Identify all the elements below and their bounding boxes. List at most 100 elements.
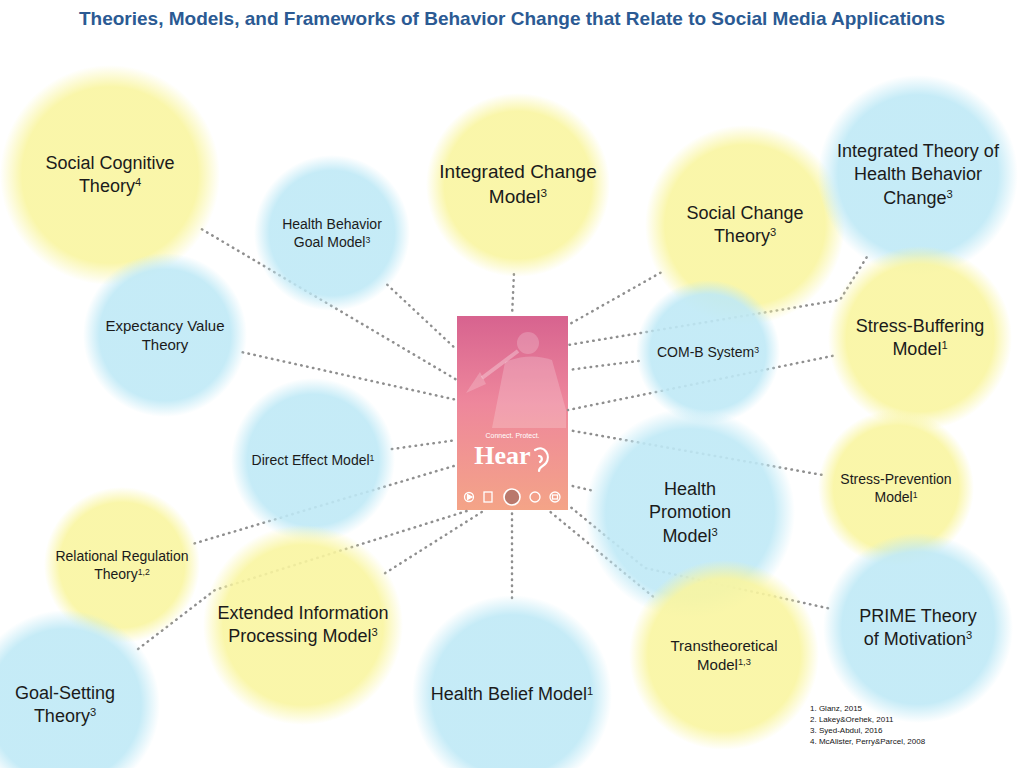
circle-fill — [412, 595, 612, 768]
reference-superscript: 4 — [135, 176, 141, 188]
chat-inner — [553, 495, 558, 499]
trumpet-player-silhouette — [466, 332, 566, 428]
circle-label: PRIME Theory of Motivation3 — [855, 605, 981, 652]
reference-note: 2. Lakey&Orehek, 2011 — [810, 714, 925, 725]
circle-fill — [0, 610, 160, 768]
circle-shape — [823, 533, 1013, 723]
theory-name: Stress-Prevention Model — [840, 471, 951, 505]
reference-superscript: 3 — [711, 526, 717, 538]
theory-circle: COM-B System3 — [636, 280, 780, 424]
circle-label: Health Belief Model1 — [417, 683, 607, 706]
circle-shape — [629, 560, 819, 750]
circle-label: COM-B System3 — [640, 343, 776, 361]
theory-name: Health Belief Model — [431, 684, 587, 704]
theory-circle: Goal-Setting Theory3 — [0, 610, 160, 768]
theory-name: Social Cognitive Theory — [45, 153, 174, 196]
reference-superscript: 3 — [966, 629, 972, 641]
play-triangle — [468, 495, 473, 500]
circle-label: Goal-Setting Theory3 — [5, 682, 125, 729]
app-screen-background — [457, 316, 568, 510]
theory-name: Integrated Theory of Health Behavior Cha… — [837, 141, 999, 208]
circle-label: Health Promotion Model3 — [640, 478, 740, 548]
circle-label: Stress-Prevention Model1 — [830, 470, 962, 506]
circle-fill — [0, 65, 220, 285]
circle-label: Direct Effect Model1 — [238, 451, 388, 469]
theory-name: Extended Information Processing Model — [217, 603, 388, 646]
app-name: Hear — [474, 443, 530, 469]
play-icon — [465, 493, 474, 502]
reference-superscript: 3 — [770, 226, 776, 238]
circle-fill — [629, 560, 819, 750]
silhouette-head — [517, 332, 539, 354]
connector-line — [385, 510, 485, 573]
reference-list: 1. Glanz, 20152. Lakey&Orehek, 20113. Sy… — [810, 703, 925, 747]
theory-name: Integrated Change Model — [439, 161, 596, 207]
theory-circle: Extended Information Processing Model3 — [203, 525, 403, 725]
reference-superscript: 3 — [365, 235, 370, 245]
reference-superscript: 1 — [370, 453, 375, 463]
profile-photo-icon — [504, 489, 520, 505]
theory-circle: Stress-Buffering Model1 — [828, 246, 1012, 430]
circle-shape — [254, 155, 410, 311]
reference-note: 1. Glanz, 2015 — [810, 703, 925, 714]
app-icon-bar — [465, 489, 561, 505]
connector-line — [512, 274, 514, 316]
reference-superscript: 3 — [90, 706, 96, 718]
theory-name: Relational Regulation Theory — [55, 548, 188, 582]
theory-circle: Health Behavior Goal Model3 — [254, 155, 410, 311]
circle-shape — [0, 65, 220, 285]
connector-line — [568, 485, 591, 490]
circle-fill — [823, 533, 1013, 723]
title-row: Theories, Models, and Frameworks of Beha… — [0, 8, 1024, 30]
theory-name: Health Promotion Model — [649, 479, 731, 546]
circle-fill — [203, 525, 403, 725]
circle-label: Transtheoretical Model1,3 — [658, 636, 790, 675]
theory-name: Direct Effect Model — [252, 452, 370, 468]
theory-circle: PRIME Theory of Motivation3 — [823, 533, 1013, 723]
circle-label: Extended Information Processing Model3 — [207, 602, 399, 649]
reference-note: 4. McAlister, Perry&Parcel, 2008 — [810, 736, 925, 747]
reference-superscript: 1 — [941, 339, 947, 351]
circle-fill — [828, 246, 1012, 430]
theory-circle: Health Belief Model1 — [412, 595, 612, 768]
reference-superscript: 3 — [541, 186, 548, 199]
circle-label: Social Change Theory3 — [675, 202, 815, 249]
connector-line — [568, 361, 639, 370]
ear-symbol — [535, 448, 548, 471]
theory-name: COM-B System — [657, 344, 754, 360]
reference-superscript: 3 — [946, 188, 952, 200]
circle-fill — [231, 378, 395, 542]
reference-superscript: 1 — [587, 685, 593, 697]
app-screen: Connect. Protect.Hear — [457, 316, 568, 510]
circle-label: Social Cognitive Theory4 — [35, 152, 185, 199]
theory-circle: Transtheoretical Model1,3 — [629, 560, 819, 750]
reference-note: 3. Syed-Abdul, 2016 — [810, 725, 925, 736]
diagram-title: Theories, Models, and Frameworks of Beha… — [79, 8, 945, 30]
circle-fill — [426, 93, 610, 277]
theory-name: Stress-Buffering Model — [856, 316, 985, 359]
circle-label: Relational Regulation Theory1,2 — [47, 547, 197, 583]
circle-fill — [818, 75, 1018, 275]
circle-fill — [83, 253, 247, 417]
theory-name: Health Behavior Goal Model — [282, 216, 382, 250]
circle-fill — [636, 280, 780, 424]
theory-name: PRIME Theory of Motivation — [859, 606, 977, 649]
circle-label: Health Behavior Goal Model3 — [272, 215, 392, 251]
reference-superscript: 1 — [913, 490, 918, 500]
reference-superscript: 1,3 — [738, 657, 751, 667]
circle-shape — [828, 246, 1012, 430]
theory-name: Expectancy Value Theory — [106, 317, 225, 354]
theory-name: Social Change Theory — [686, 203, 803, 246]
circle-shape — [203, 525, 403, 725]
circle-fill — [254, 155, 410, 311]
theory-circle: Integrated Change Model3 — [426, 93, 610, 277]
circle-label: Integrated Theory of Health Behavior Cha… — [827, 140, 1009, 210]
connector-line — [511, 510, 514, 598]
theory-circle: Expectancy Value Theory — [83, 253, 247, 417]
reference-superscript: 1,2 — [138, 567, 150, 577]
connector-line — [387, 285, 457, 350]
circle-shape — [83, 253, 247, 417]
circle-shape — [426, 93, 610, 277]
circle-label: Stress-Buffering Model1 — [845, 315, 995, 362]
